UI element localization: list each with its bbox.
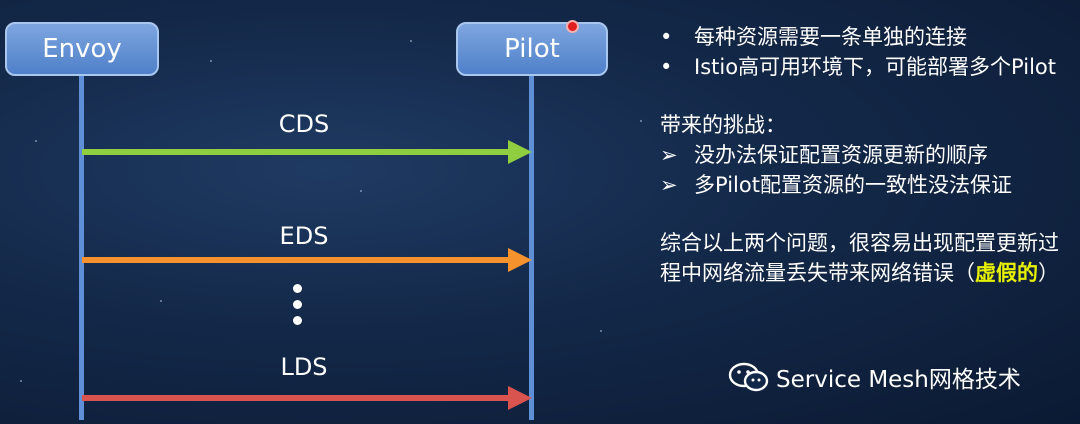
actor-pilot-label: Pilot — [504, 34, 560, 64]
star — [640, 120, 642, 122]
star — [410, 40, 412, 42]
bullet-item: • Istio高可用环境下，可能部署多个Pilot — [660, 52, 1078, 82]
arrow-bullet-icon: ➢ — [660, 143, 678, 167]
ellipsis-dot — [293, 284, 302, 293]
conclusion-text: 综合以上两个问题，很容易出现配置更新过程中网络流量丢失带来网络错误（虚假的） — [660, 228, 1078, 288]
envoy-lifeline — [79, 76, 84, 420]
lds-label: LDS — [280, 353, 328, 381]
bullet-icon: • — [660, 25, 673, 49]
eds-label: EDS — [279, 222, 329, 250]
wechat-icon — [728, 362, 769, 392]
actor-pilot: Pilot — [456, 22, 608, 76]
pilot-lifeline — [529, 76, 534, 420]
watermark-text: Service Mesh网格技术 — [776, 367, 1021, 393]
conclusion-highlight: 虚假的 — [975, 261, 1038, 285]
star — [20, 380, 22, 382]
star — [160, 300, 162, 302]
star — [35, 140, 37, 142]
eds-arrow — [82, 248, 532, 272]
ellipsis-dot — [293, 316, 302, 325]
conclusion-end: ） — [1038, 261, 1059, 285]
bullet-item: • 每种资源需要一条单独的连接 — [660, 22, 1078, 52]
challenges-heading: 带来的挑战： — [660, 113, 786, 137]
arrow-bullet-icon: ➢ — [660, 173, 678, 197]
challenge-item: ➢ 没办法保证配置资源更新的顺序 — [660, 140, 1078, 170]
conclusion-body: 综合以上两个问题，很容易出现配置更新过程中网络流量丢失带来网络错误（ — [660, 231, 1059, 285]
star — [210, 60, 212, 62]
cds-label: CDS — [278, 110, 330, 138]
challenge-text: 没办法保证配置资源更新的顺序 — [694, 143, 988, 167]
lds-arrow — [82, 386, 532, 410]
star — [360, 190, 362, 192]
star — [600, 330, 602, 332]
bullet-icon: • — [660, 55, 673, 79]
cds-arrow — [82, 140, 532, 164]
actor-envoy-label: Envoy — [42, 34, 122, 64]
challenge-item: ➢ 多Pilot配置资源的一致性没法保证 — [660, 170, 1078, 200]
record-dot-icon — [566, 20, 579, 33]
challenge-text: 多Pilot配置资源的一致性没法保证 — [694, 173, 1012, 197]
explanation-panel: • 每种资源需要一条单独的连接 • Istio高可用环境下，可能部署多个Pilo… — [660, 22, 1078, 288]
ellipsis-dot — [293, 300, 302, 309]
bullet-text: Istio高可用环境下，可能部署多个Pilot — [694, 55, 1057, 79]
actor-envoy: Envoy — [5, 22, 159, 76]
bullet-text: 每种资源需要一条单独的连接 — [694, 25, 967, 49]
watermark: Service Mesh网格技术 — [728, 360, 1021, 394]
